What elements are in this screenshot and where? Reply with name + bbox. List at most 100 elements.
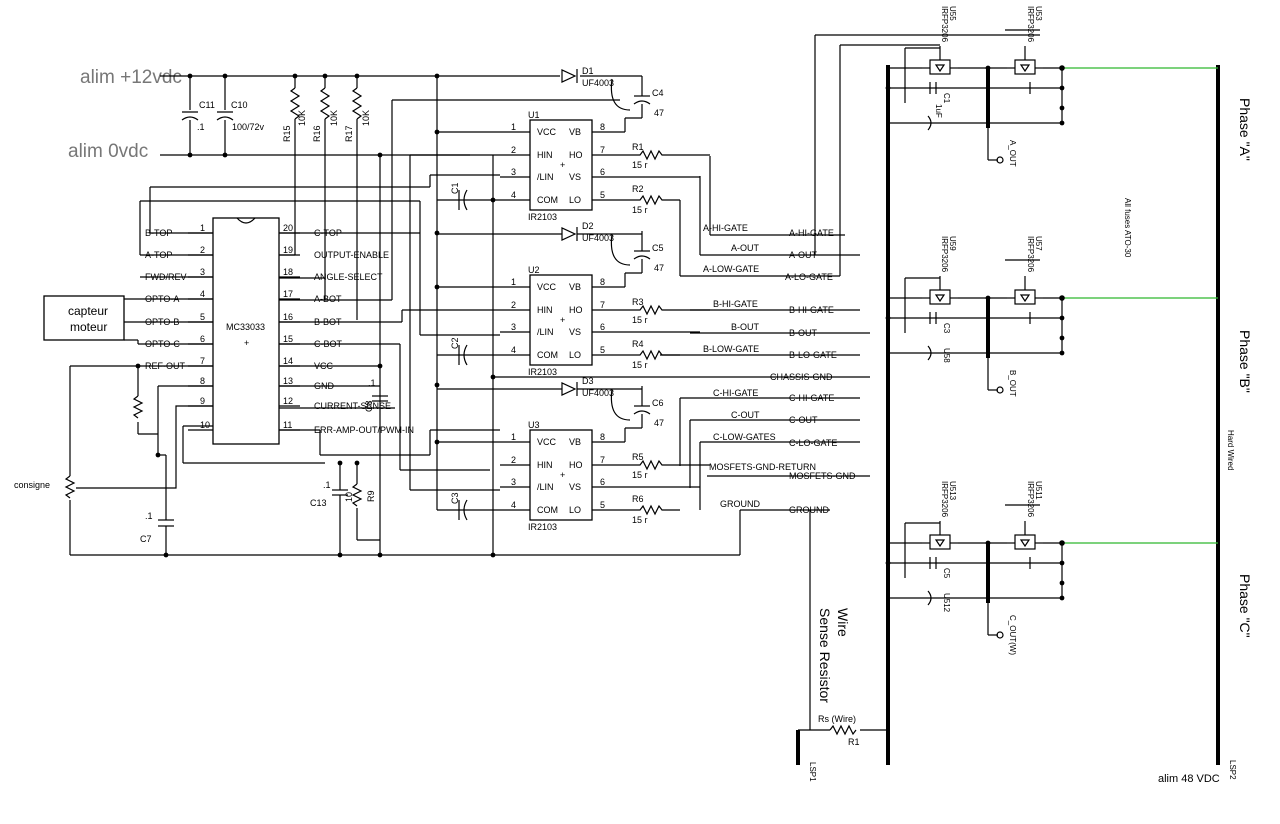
driver-rlo-val: 15 r: [632, 360, 648, 370]
sense2: Wire: [835, 608, 851, 637]
net-b-hi-l: B-HI-GATE: [713, 299, 758, 309]
driver-pin-num: 8: [600, 122, 605, 132]
mc-pin-num: 17: [283, 289, 293, 299]
phase-out-terminal: [996, 156, 1004, 164]
driver-cboot-ref: C6: [652, 398, 664, 408]
mc-pin-num: 4: [200, 289, 205, 299]
driver-pin-num: 6: [600, 477, 605, 487]
c7-ref: C7: [140, 534, 152, 544]
mc-pin-num: 16: [283, 312, 293, 322]
driver-pin-num: 3: [511, 167, 516, 177]
mosfet-label: U58: [942, 348, 951, 363]
driver-diode-ref: D1: [582, 66, 594, 76]
mc-pin-num: 6: [200, 334, 205, 344]
driver-rhi-val: 15 r: [632, 160, 648, 170]
mc-pin-num: 2: [200, 245, 205, 255]
mosfet-label: IRFP3206: [940, 481, 949, 518]
driver-cboot-val: 47: [654, 108, 664, 118]
driver-pin-num: 5: [600, 190, 605, 200]
lsp2: LSP2: [1228, 760, 1237, 780]
mc-right-wiring: .1 C8 .1 C13 10 R9: [279, 99, 620, 558]
mc-pin-num: 20: [283, 223, 293, 233]
net-a-out: A-OUT: [789, 250, 818, 260]
phase-out-label: C_OUT(W): [1008, 615, 1017, 655]
driver-cin-ref: C2: [450, 337, 460, 349]
driver-pin-num: 4: [511, 190, 516, 200]
mosfet-label: IRFP3206: [1026, 236, 1035, 273]
mc-pin-signal: CURRENT-SENSE: [314, 401, 391, 411]
net-mgnd: MOSFETS-GND: [789, 471, 856, 481]
driver-part: IR2103: [528, 367, 557, 377]
mc-pin-num: 5: [200, 312, 205, 322]
driver-rhi-val: 15 r: [632, 470, 648, 480]
driver-pin-num: 2: [511, 145, 516, 155]
driver-rhi-ref: R5: [632, 452, 644, 462]
mc-pin-num: 15: [283, 334, 293, 344]
c11-val: .1: [197, 122, 205, 132]
mc-pin-num: 3: [200, 267, 205, 277]
fet-cap-ref: C5: [942, 568, 951, 579]
c8-ref: C8: [364, 400, 374, 412]
driver-busses: [402, 76, 500, 558]
driver-pin-num: 3: [511, 322, 516, 332]
driver-pin-name: VS: [569, 172, 581, 182]
c8-val: .1: [368, 378, 376, 388]
rs-r: R1: [848, 737, 860, 747]
pullup-resistors: R15 10K R16 10K R17 10K: [282, 76, 371, 320]
net-b-hi: B-HI-GATE: [789, 305, 834, 315]
driver-cin-ref: C1: [450, 182, 460, 194]
mc-pin-num: 8: [200, 376, 205, 386]
label-0v: alim 0vdc: [68, 141, 148, 162]
driver-body: [529, 429, 593, 521]
net-a-lo-l: A-LOW-GATE: [703, 264, 759, 274]
phase-out-label: A_OUT: [1008, 140, 1017, 167]
mc-pin-num: 18: [283, 267, 293, 277]
driver-pin-num: 4: [511, 345, 516, 355]
lsp1: LSP1: [808, 762, 817, 782]
net-c-out: C-OUT: [789, 415, 818, 425]
mc-pin-num: 9: [200, 396, 205, 406]
net-b-out-l: B-OUT: [731, 322, 760, 332]
net-a-lo: A-LO-GATE: [785, 272, 833, 282]
mosfet-label: U511: [1034, 481, 1043, 500]
driver-pin-num: 1: [511, 277, 516, 287]
driver-rhi-val: 15 r: [632, 315, 648, 325]
r16-val: 10K: [329, 110, 339, 126]
driver-pin-name: VB: [569, 127, 581, 137]
net-c-lo: C-LO-GATE: [789, 438, 837, 448]
mc-pin-num: 11: [283, 420, 292, 430]
driver-rlo-ref: R2: [632, 184, 644, 194]
mosfet-label: U53: [1034, 6, 1043, 21]
mosfet-label: IRFP3206: [940, 6, 949, 43]
sensor-line1: capteur: [68, 304, 108, 318]
mosfet-label: IRFP3206: [940, 236, 949, 273]
driver-rlo-ref: R6: [632, 494, 644, 504]
driver-pin-name: VB: [569, 437, 581, 447]
mc-name: MC33033: [226, 322, 265, 332]
label-12v: alim +12vdc: [80, 67, 182, 88]
driver-pin-name: HO: [569, 305, 583, 315]
r17-val: 10K: [361, 110, 371, 126]
net-labels: A-HI-GATE A-HI-GATE A-OUT A-OUT A-LOW-GA…: [493, 34, 1040, 555]
driver-pin-name: LO: [569, 350, 581, 360]
driver-rhi-ref: R1: [632, 142, 644, 152]
driver-pin-num: 7: [600, 455, 605, 465]
mosfet-label: IRFP3206: [1026, 481, 1035, 518]
power-bus: Rs (Wire) R1 LSP1 LSP2 alim 48 VDC Sense…: [796, 65, 1253, 785]
driver-ref: U1: [528, 110, 540, 120]
driver-rlo-ref: R4: [632, 339, 644, 349]
driver-cin-ref: C3: [450, 492, 460, 504]
phase-c: Phase "C": [1237, 574, 1253, 638]
driver-cboot-val: 47: [654, 418, 664, 428]
driver-pin-num: 4: [511, 500, 516, 510]
driver-pin-name: VCC: [537, 282, 557, 292]
mc-pin-num: 7: [200, 356, 205, 366]
phase-b: Phase "B": [1237, 330, 1253, 393]
fet-cap-ref: C1: [942, 93, 951, 104]
mc-plus: +: [244, 338, 249, 348]
hardwired-note: Hard Wired: [1226, 430, 1235, 470]
driver-body: [529, 274, 593, 366]
driver-pin-num: 2: [511, 455, 516, 465]
driver-pin-num: 5: [600, 345, 605, 355]
